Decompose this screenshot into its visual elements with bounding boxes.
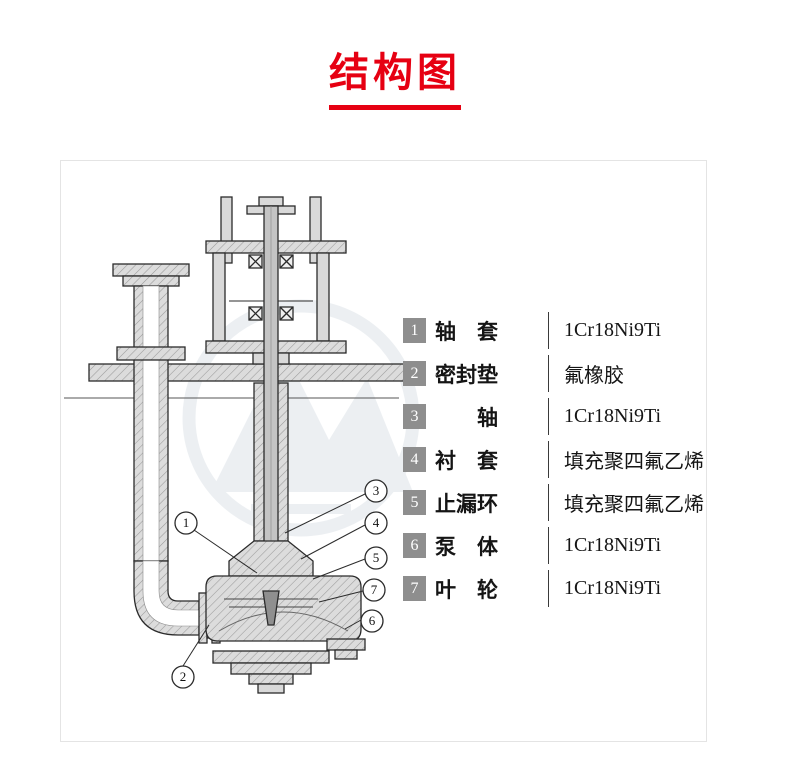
part-number-badge: 4 bbox=[403, 447, 426, 472]
part-name: 轴 bbox=[435, 405, 498, 430]
part-name: 止漏环 bbox=[435, 491, 498, 516]
impeller bbox=[262, 590, 280, 626]
discharge-pipe bbox=[112, 263, 221, 644]
title-block: 结构图 bbox=[0, 40, 790, 110]
callout-5: 5 bbox=[312, 546, 388, 580]
part-material: 1Cr18Ni9Ti bbox=[564, 534, 662, 556]
pump-drawing-group: 1 2 3 4 bbox=[64, 196, 411, 694]
part-number-badge: 5 bbox=[403, 490, 426, 515]
parts-table: 1 轴 套 1Cr18Ni9Ti 2 密封垫 氟橡胶 3 轴 1Cr18Ni9T… bbox=[403, 309, 704, 610]
table-divider bbox=[548, 441, 549, 478]
part-number-badge: 7 bbox=[403, 576, 426, 601]
part-number-badge: 6 bbox=[403, 533, 426, 558]
part-material: 填充聚四氟乙烯 bbox=[564, 451, 704, 473]
part-material: 1Cr18Ni9Ti bbox=[564, 405, 662, 427]
bell-housing bbox=[228, 540, 314, 577]
pump-body bbox=[205, 540, 366, 694]
svg-text:2: 2 bbox=[180, 669, 187, 684]
volute-casing bbox=[205, 575, 362, 642]
table-divider bbox=[548, 527, 549, 564]
callouts: 1 2 3 4 bbox=[171, 479, 388, 689]
svg-text:7: 7 bbox=[371, 582, 378, 597]
part-row: 7 叶 轮 1Cr18Ni9Ti bbox=[403, 567, 704, 610]
svg-text:3: 3 bbox=[373, 483, 380, 498]
svg-text:1: 1 bbox=[183, 515, 190, 530]
part-row: 3 轴 1Cr18Ni9Ti bbox=[403, 395, 704, 438]
part-material: 1Cr18Ni9Ti bbox=[564, 319, 662, 341]
part-number-badge: 3 bbox=[403, 404, 426, 429]
part-name: 密封垫 bbox=[435, 362, 498, 387]
callout-1: 1 bbox=[174, 511, 258, 574]
figure-frame: 1 2 3 4 bbox=[60, 160, 707, 742]
svg-text:5: 5 bbox=[373, 550, 380, 565]
svg-text:4: 4 bbox=[373, 515, 380, 530]
pump-structure-drawing: 1 2 3 4 bbox=[64, 196, 411, 694]
page-title: 结构图 bbox=[329, 51, 461, 95]
table-divider bbox=[548, 570, 549, 607]
part-material: 填充聚四氟乙烯 bbox=[564, 494, 704, 516]
part-name: 轴 套 bbox=[435, 319, 498, 344]
part-name: 叶 轮 bbox=[435, 577, 498, 602]
part-material: 1Cr18Ni9Ti bbox=[564, 577, 662, 599]
callout-7: 7 bbox=[318, 578, 386, 603]
table-divider bbox=[548, 398, 549, 435]
part-row: 2 密封垫 氟橡胶 bbox=[403, 352, 704, 395]
part-row: 5 止漏环 填充聚四氟乙烯 bbox=[403, 481, 704, 524]
callout-4: 4 bbox=[300, 511, 388, 560]
part-material: 氟橡胶 bbox=[564, 365, 624, 387]
table-divider bbox=[548, 312, 549, 349]
part-name: 衬 套 bbox=[435, 448, 498, 473]
callout-2: 2 bbox=[171, 624, 210, 689]
title-underline bbox=[329, 105, 461, 110]
callout-3: 3 bbox=[284, 479, 388, 534]
part-row: 6 泵 体 1Cr18Ni9Ti bbox=[403, 524, 704, 567]
bearing-icon bbox=[248, 254, 294, 321]
svg-text:6: 6 bbox=[369, 613, 376, 628]
part-number-badge: 2 bbox=[403, 361, 426, 386]
part-row: 4 衬 套 填充聚四氟乙烯 bbox=[403, 438, 704, 481]
part-name: 泵 体 bbox=[435, 534, 498, 559]
part-number-badge: 1 bbox=[403, 318, 426, 343]
shaft-column bbox=[253, 205, 289, 632]
table-divider bbox=[548, 355, 549, 392]
callout-6: 6 bbox=[344, 609, 384, 633]
part-row: 1 轴 套 1Cr18Ni9Ti bbox=[403, 309, 704, 352]
table-divider bbox=[548, 484, 549, 521]
